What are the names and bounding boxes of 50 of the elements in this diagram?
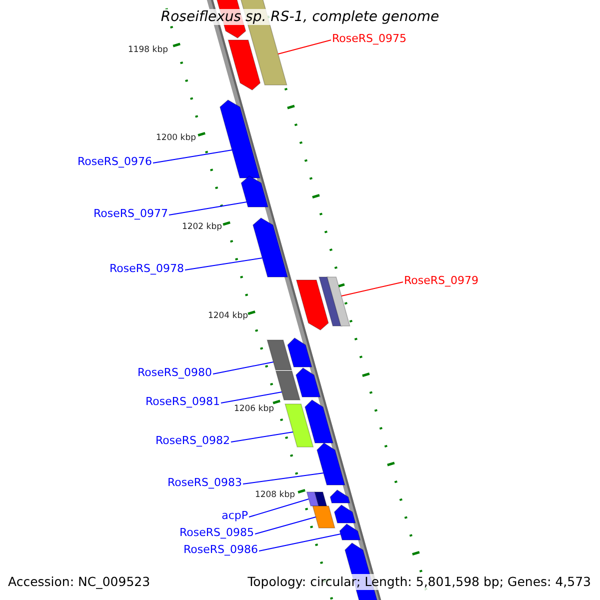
gene-label: RoseRS_0986 (184, 543, 258, 557)
coordinate-label: 1204 kbp (208, 311, 248, 322)
gene-block (275, 370, 301, 400)
leader-line (212, 362, 274, 374)
gene-label: RoseRS_0985 (180, 526, 254, 540)
coordinate-label: 1208 kbp (254, 490, 295, 501)
gene-label: RoseRS_0979 (404, 274, 478, 288)
gene-feature (287, 338, 312, 368)
gene-feature (330, 490, 350, 504)
coordinate-label: 1202 kbp (182, 222, 222, 233)
leader-line (278, 40, 332, 54)
gene-feature (304, 400, 334, 444)
gene-feature (252, 218, 288, 278)
gene-block (312, 506, 336, 528)
leader-line (242, 472, 324, 484)
leader-line (184, 258, 263, 270)
coordinate-label: 1206 kbp (234, 404, 274, 415)
gene-block (284, 404, 314, 448)
gene-label: RoseRS_0981 (146, 395, 220, 409)
leader-line (248, 498, 310, 518)
gene-label: RoseRS_0978 (110, 262, 184, 276)
gene-label: RoseRS_0980 (138, 366, 212, 380)
gene-label: RoseRS_0975 (332, 32, 406, 46)
coordinate-label: 1198 kbp (128, 45, 168, 56)
gene-label: RoseRS_0977 (94, 207, 168, 221)
gene-block (326, 276, 350, 326)
gene-feature (339, 524, 361, 540)
leader-line (220, 392, 282, 404)
gene-feature (296, 368, 321, 398)
gene-label: acpP (222, 509, 248, 523)
gene-feature (296, 280, 329, 330)
coordinate-label: 1200 kbp (156, 133, 196, 144)
gene-feature (316, 442, 346, 486)
accession-text: Accession: NC_009523 (8, 574, 150, 590)
gene-feature (228, 40, 261, 90)
leader-line (230, 432, 294, 442)
leader-line (340, 282, 404, 296)
gene-label: RoseRS_0976 (78, 155, 152, 169)
gene-block (266, 340, 292, 370)
gene-label: RoseRS_0983 (168, 476, 242, 490)
leader-line (168, 202, 248, 216)
leader-line (258, 534, 341, 552)
gene-feature (220, 100, 260, 178)
leader-line (254, 516, 316, 534)
leader-line (152, 150, 232, 164)
genome-summary-text: Topology: circular; Length: 5,801,598 bp; Genes: 4,573 (248, 574, 591, 590)
gene-label: RoseRS_0982 (156, 434, 230, 448)
gene-feature (334, 504, 356, 524)
gene-block (314, 492, 328, 506)
gene-feature (240, 176, 269, 208)
